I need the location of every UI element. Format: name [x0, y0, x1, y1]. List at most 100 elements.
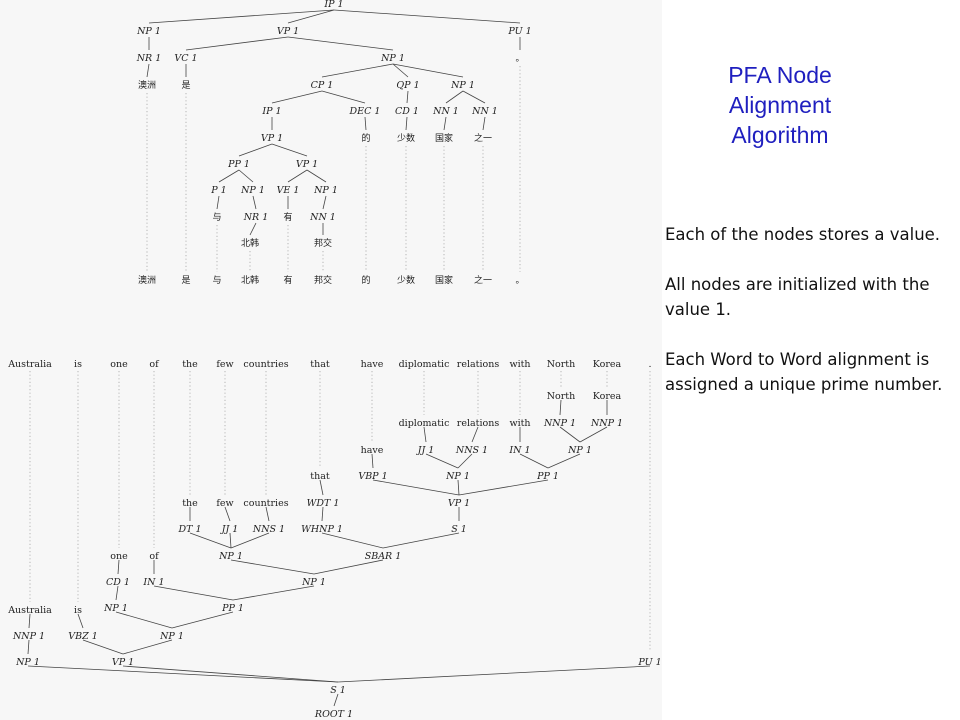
- en-edge-vp1-vbz: [82, 639, 124, 655]
- zh-token-2: 与: [212, 275, 221, 286]
- zh-edge-np_e-nn_c: [322, 195, 327, 210]
- zh-node-dec: DEC 1: [349, 106, 381, 117]
- zh-node-w_guojia: 国家: [435, 132, 453, 144]
- en-node-vbp: VBP 1: [358, 471, 387, 482]
- en-node-w_that: that: [310, 471, 330, 482]
- en-token-8: have: [361, 359, 384, 370]
- zh-node-w_period: 。: [515, 54, 524, 64]
- zh-node-np_a: NP 1: [136, 26, 161, 37]
- zh-edge-vp_c-ve: [287, 169, 308, 183]
- zh-edge-np_b-np_c: [392, 63, 464, 78]
- en-edge-vbz-w_is: [77, 613, 84, 629]
- zh-edge-np_c-nn_a: [445, 90, 464, 104]
- en-edge-np7-nnp2: [559, 426, 581, 443]
- en-edge-s-np1: [27, 665, 339, 683]
- en-node-whnp: WHNP 1: [301, 524, 343, 535]
- en-edge-np4-np5: [230, 559, 315, 575]
- zh-edge-ip-vp_a: [287, 9, 335, 24]
- zh-edge-pp-np_d: [238, 169, 254, 183]
- zh-node-w_bangjiao: 邦交: [314, 237, 332, 249]
- zh-node-vc: VC 1: [174, 53, 197, 64]
- en-edge-sbar-s2: [382, 532, 460, 549]
- en-node-s2: S 1: [451, 524, 467, 535]
- en-token-6: countries: [243, 359, 288, 370]
- en-node-vp1: VP 1: [112, 657, 134, 668]
- en-token-2: one: [110, 359, 128, 370]
- zh-token-7: 少数: [397, 274, 415, 286]
- paragraph-initialization: All nodes are initialized with the value…: [665, 275, 930, 319]
- en-node-pp1: PP 1: [221, 603, 244, 614]
- en-node-w_north: North: [547, 391, 576, 402]
- zh-node-np_b: NP 1: [380, 53, 405, 64]
- en-node-s: S 1: [330, 685, 346, 696]
- en-node-wdt: WDT 1: [307, 498, 340, 509]
- en-node-root: ROOT 1: [314, 709, 353, 720]
- en-edge-nnp2-w_north: [559, 399, 562, 416]
- en-token-3: of: [149, 359, 160, 370]
- en-edge-s-vp1: [122, 665, 339, 683]
- zh-edge-nn_b-w_zhiyi: [482, 116, 486, 131]
- en-edge-whnp-wdt: [321, 506, 324, 522]
- slide-title-line-3: Algorithm: [731, 122, 829, 148]
- zh-edge-np_c-nn_b: [462, 90, 486, 104]
- zh-node-nr_b: NR 1: [243, 212, 269, 223]
- zh-edge-np_b-qp: [392, 63, 409, 78]
- en-edge-vp2-np6: [457, 479, 460, 496]
- en-edge-pp1-np4: [232, 585, 315, 601]
- en-edge-np5-jj1: [229, 532, 232, 549]
- en-node-pp2: PP 1: [536, 471, 559, 482]
- zh-node-nn_b: NN 1: [471, 106, 498, 117]
- en-node-np7: NP 1: [567, 445, 592, 456]
- en-node-w_the: the: [182, 498, 198, 509]
- en-edge-np2-np3: [115, 611, 173, 629]
- en-edge-nnp1-w_australia: [28, 613, 31, 629]
- zh-edge-p-w_yu: [216, 195, 220, 210]
- en-token-0: Australia: [7, 359, 52, 370]
- zh-node-ip2: IP 1: [261, 106, 281, 117]
- zh-edge-nn_a-w_guojia: [443, 116, 447, 131]
- en-edge-pp2-in2: [519, 453, 549, 469]
- zh-node-w_aozhou: 澳洲: [138, 79, 156, 91]
- en-node-in2: IN 1: [508, 445, 530, 456]
- en-token-1: is: [74, 359, 82, 370]
- zh-token-0: 澳洲: [138, 274, 156, 286]
- en-edge-np2-pp1: [171, 611, 234, 629]
- en-edge-pp1-in1: [153, 585, 234, 601]
- zh-edge-vp_b-pp: [238, 143, 273, 157]
- zh-node-np_e: NP 1: [313, 185, 338, 196]
- zh-node-nr_a: NR 1: [136, 53, 162, 64]
- en-token-5: few: [216, 359, 233, 370]
- en-node-np3: NP 1: [103, 603, 128, 614]
- en-token-11: with: [509, 359, 530, 370]
- en-node-np5: NP 1: [218, 551, 243, 562]
- en-edge-np4-sbar: [313, 559, 384, 575]
- zh-token-8: 国家: [435, 274, 453, 286]
- en-edge-nns1-w_countries: [265, 506, 270, 522]
- zh-edge-dec-w_de: [364, 116, 367, 131]
- zh-edge-pp-p: [218, 169, 240, 183]
- zh-node-cd: CD 1: [395, 106, 419, 117]
- en-edge-np6-nns2: [457, 453, 473, 469]
- en-node-w_korea: Korea: [593, 391, 622, 402]
- en-node-w_australia: Australia: [7, 605, 52, 616]
- slide-title: PFA Node Alignment Algorithm: [690, 60, 870, 150]
- en-edge-jj2-w_diplomatic: [423, 426, 427, 443]
- zh-edge-nr_a-w_aozhou: [146, 63, 150, 78]
- zh-edge-vp_b-vp_c: [271, 143, 308, 157]
- en-edge-cd1-w_one: [117, 559, 120, 575]
- zh-node-w_shaoshu: 少数: [397, 132, 415, 144]
- zh-edge-cp-dec: [321, 90, 366, 104]
- zh-node-cp: CP 1: [311, 80, 334, 91]
- en-node-w_relations: relations: [457, 418, 500, 429]
- slide-title-line-1: PFA Node: [728, 62, 832, 88]
- en-edge-jj1-w_few: [224, 506, 231, 522]
- zh-token-10: 。: [515, 276, 524, 286]
- en-node-w_countries: countries: [243, 498, 288, 509]
- chinese-token-row: 澳洲是与北韩有邦交的少数国家之一。: [138, 274, 525, 286]
- english-tree-edges: [27, 399, 651, 707]
- en-token-12: North: [547, 359, 576, 370]
